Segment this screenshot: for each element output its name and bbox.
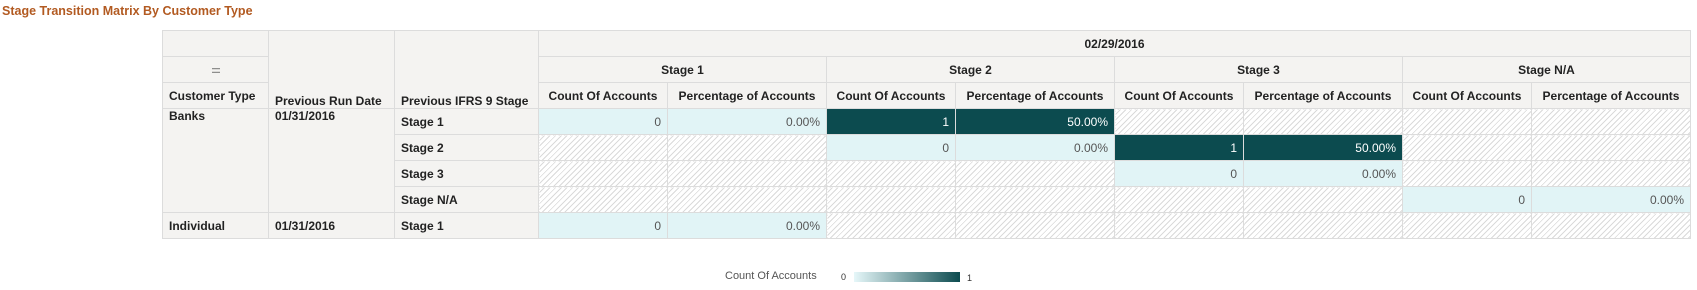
legend-gradient-bar [854, 272, 960, 282]
empty-cell [1531, 212, 1691, 239]
header-customer-type[interactable]: Customer Type [162, 82, 269, 109]
header-percentage-of-accounts[interactable]: Percentage of Accounts [1243, 82, 1403, 109]
empty-cell [1402, 134, 1532, 161]
count-cell[interactable]: 0 [1402, 186, 1532, 213]
corner-cell [162, 30, 269, 57]
empty-cell [1114, 186, 1244, 213]
header-count-of-accounts[interactable]: Count Of Accounts [1114, 82, 1244, 109]
legend-max-value: 1 [967, 273, 973, 283]
run-date-cell[interactable]: 01/31/2016 [268, 108, 395, 213]
header-count-of-accounts[interactable]: Count Of Accounts [538, 82, 668, 109]
empty-cell [826, 160, 956, 187]
header-count-of-accounts[interactable]: Count Of Accounts [826, 82, 956, 109]
empty-cell [1402, 212, 1532, 239]
drag-handle-icon[interactable]: :::: [162, 56, 269, 83]
percentage-cell[interactable]: 0.00% [667, 212, 827, 239]
count-cell[interactable]: 0 [538, 108, 668, 135]
count-cell[interactable]: 0 [826, 134, 956, 161]
empty-cell [826, 212, 956, 239]
percentage-cell[interactable]: 0.00% [955, 134, 1115, 161]
table-row: Stage N/A 0 0.00% [163, 186, 1691, 213]
percentage-cell[interactable]: 0.00% [667, 108, 827, 135]
report-title: Stage Transition Matrix By Customer Type [2, 4, 253, 18]
empty-cell [1114, 108, 1244, 135]
run-date-cell[interactable]: 01/31/2016 [268, 212, 395, 239]
table-row: Stage 2 0 0.00% 1 50.00% [163, 134, 1691, 161]
empty-cell [667, 134, 827, 161]
stage-cell[interactable]: Stage 2 [394, 134, 539, 161]
header-percentage-of-accounts[interactable]: Percentage of Accounts [667, 82, 827, 109]
percentage-cell[interactable]: 0.00% [1531, 186, 1691, 213]
header-row-date: Previous Run Date Previous IFRS 9 Stage … [162, 30, 1691, 109]
count-cell[interactable]: 0 [1114, 160, 1244, 187]
stage-cell[interactable]: Stage 1 [394, 108, 539, 135]
empty-cell [1531, 160, 1691, 187]
header-previous-run-date[interactable]: Previous Run Date [268, 30, 395, 109]
empty-cell [538, 134, 668, 161]
table-row: Banks 01/31/2016 Stage 1 0 0.00% 1 50.00… [162, 108, 1691, 213]
empty-cell [955, 186, 1115, 213]
empty-cell [1243, 212, 1403, 239]
header-date[interactable]: 02/29/2016 [538, 30, 1691, 57]
header-stage-3[interactable]: Stage 3 [1114, 56, 1403, 83]
header-row-stages: :::: Stage 1 Stage 2 Stage 3 Stage N/A [162, 56, 1691, 83]
percentage-cell[interactable]: 50.00% [1243, 134, 1403, 161]
empty-cell [1402, 108, 1532, 135]
stage-cell[interactable]: Stage 3 [394, 160, 539, 187]
empty-cell [1402, 160, 1532, 187]
header-stage-2[interactable]: Stage 2 [826, 56, 1115, 83]
stage-cell[interactable]: Stage 1 [394, 212, 539, 239]
header-count-of-accounts[interactable]: Count Of Accounts [1402, 82, 1532, 109]
count-cell[interactable]: 1 [1114, 134, 1244, 161]
header-percentage-of-accounts[interactable]: Percentage of Accounts [1531, 82, 1691, 109]
count-cell[interactable]: 0 [538, 212, 668, 239]
percentage-cell[interactable]: 0.00% [1243, 160, 1403, 187]
empty-cell [667, 160, 827, 187]
header-stage-na[interactable]: Stage N/A [1402, 56, 1691, 83]
empty-cell [826, 186, 956, 213]
header-stage-1[interactable]: Stage 1 [538, 56, 827, 83]
empty-cell [538, 160, 668, 187]
customer-type-cell[interactable]: Banks [162, 108, 269, 213]
legend-label: Count Of Accounts [725, 270, 817, 282]
header-previous-ifrs9-stage[interactable]: Previous IFRS 9 Stage [394, 30, 539, 109]
empty-cell [1114, 212, 1244, 239]
table-row: Stage 3 0 0.00% [163, 160, 1691, 187]
empty-cell [1243, 108, 1403, 135]
header-percentage-of-accounts[interactable]: Percentage of Accounts [955, 82, 1115, 109]
empty-cell [955, 212, 1115, 239]
percentage-cell[interactable]: 50.00% [955, 108, 1115, 135]
empty-cell [1243, 186, 1403, 213]
customer-type-cell[interactable]: Individual [162, 212, 269, 239]
empty-cell [538, 186, 668, 213]
count-cell[interactable]: 1 [826, 108, 956, 135]
empty-cell [1531, 134, 1691, 161]
empty-cell [1531, 108, 1691, 135]
stage-transition-matrix: Previous Run Date Previous IFRS 9 Stage … [162, 30, 1691, 239]
empty-cell [955, 160, 1115, 187]
table-row: Individual 01/31/2016 Stage 1 0 0.00% [162, 212, 1691, 239]
stage-cell[interactable]: Stage N/A [394, 186, 539, 213]
legend-min-value: 0 [841, 272, 847, 282]
empty-cell [667, 186, 827, 213]
